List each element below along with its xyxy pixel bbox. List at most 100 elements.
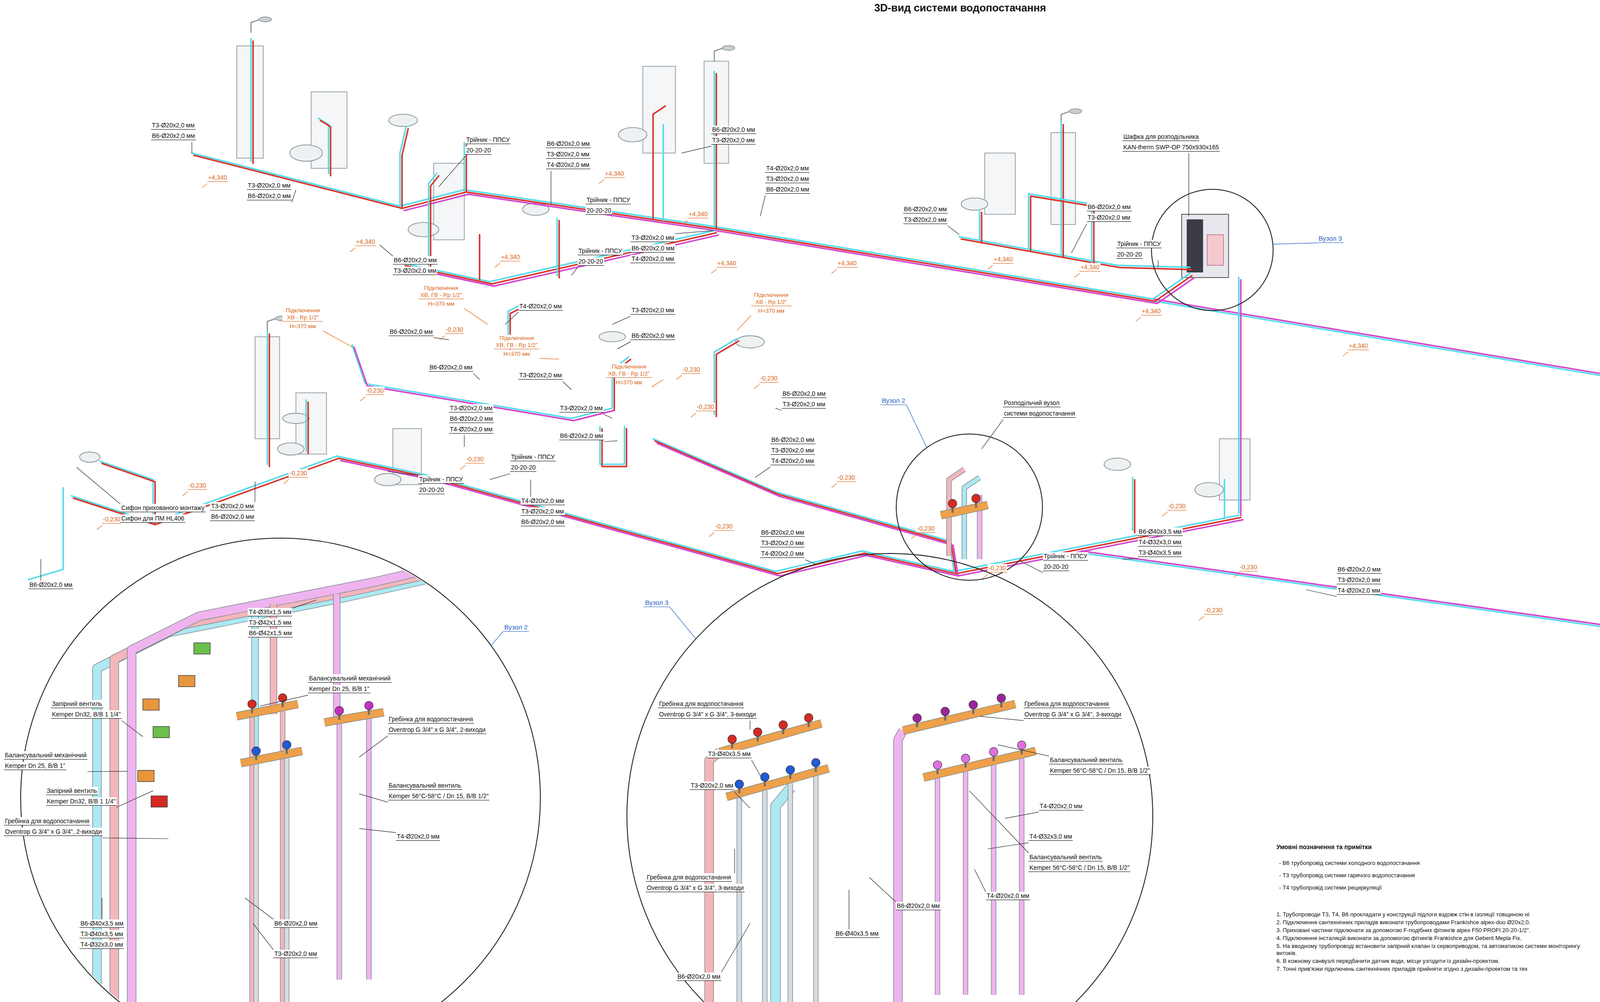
leader-line — [911, 534, 917, 540]
pipe — [28, 487, 64, 580]
tube-edge — [941, 505, 989, 516]
label-stack: Підключення ХВ - Rp 1/2"Н=370 мм — [751, 291, 792, 316]
leader-line — [1188, 153, 1189, 217]
detail-circle: Вузол 3 — [1151, 188, 1274, 312]
valve-cap — [971, 494, 981, 504]
connection-note: Підключення ХВ - Rp 1/2" — [751, 291, 792, 307]
label-stack: В6-Ø40x3,5 ммТ3-Ø40x3,5 ммТ4-Ø32x3,0 мм — [79, 919, 125, 952]
pipe — [1062, 124, 1065, 258]
label-stack: -0,230 — [288, 469, 308, 480]
leader-line — [191, 141, 192, 153]
pipe — [73, 458, 339, 525]
connection-note: Підключення ХВ, ГВ - Rp 1/2" — [493, 334, 540, 350]
callout-label: Т4-Ø32x3,0 мм — [1137, 538, 1183, 547]
leader-line — [87, 771, 128, 772]
callout-label: Гребінка для водопостачання — [645, 873, 732, 882]
elevation-mark: +4,340 — [1347, 341, 1369, 351]
label-stack: Гребінка для водопостачанняOventrop G 3/… — [645, 873, 745, 895]
leader-line — [1273, 242, 1318, 245]
valve-cap — [778, 720, 788, 730]
label-stack: Розподільчий вузолсистеми водопостачання — [1002, 398, 1076, 420]
pipe — [1030, 195, 1094, 266]
leader-line — [831, 269, 837, 274]
callout-label: Шафка для розподільника — [1122, 132, 1200, 142]
tube-edge — [336, 723, 342, 980]
label-stack: В6-Ø20x2,0 мм — [428, 363, 474, 374]
callout-label: В6-Ø20x2,0 мм — [711, 125, 757, 134]
tube — [935, 778, 940, 996]
label-stack: +4,340 — [1347, 341, 1369, 353]
label-stack: +4,340 — [604, 169, 625, 181]
callout-label: Oventrop G 3/4" x G 3/4", 3-виходи — [1023, 710, 1123, 719]
tube — [240, 751, 302, 764]
elevation-mark: +4,340 — [499, 253, 521, 262]
sanitary-fixture — [282, 413, 309, 424]
label-stack: В6-Ø20x2,0 ммТ3-Ø20x2,0 мм — [781, 389, 827, 411]
leader-line — [974, 869, 986, 892]
elevation-mark: -0,230 — [916, 524, 936, 533]
pipe — [1131, 477, 1134, 531]
valve — [142, 698, 160, 711]
pipe — [193, 155, 402, 209]
tube — [991, 765, 996, 996]
label-stack: Т3-Ø40x3,5 мм — [707, 749, 752, 761]
pipe — [1060, 122, 1062, 256]
connection-note: Н=370 мм — [502, 350, 531, 358]
label-stack: Т3-Ø20x2,0 ммВ6-Ø20x2,0 ммТ4-Ø20x2,0 мм — [448, 404, 494, 436]
label-stack: -0,230 — [1204, 606, 1224, 617]
callout-label: системи водопостачання — [1002, 409, 1076, 418]
tube — [737, 797, 742, 1002]
tube-edge — [991, 765, 997, 996]
fixtures — [79, 17, 1250, 501]
callout-label: Т3-Ø20x2,0 мм — [546, 150, 591, 159]
connection-note: Н=370 мм — [427, 300, 456, 308]
valve-cap — [948, 499, 957, 509]
label-stack: -0,230 — [1238, 563, 1259, 574]
label-stack: В6-Ø20x2,0 ммТ3-Ø20x2,0 ммТ4-Ø20x2,0 мм — [1336, 565, 1382, 598]
valve-cap — [941, 707, 950, 717]
callout-label: Сифон прихованого монтажу — [120, 503, 206, 513]
elevation-mark: +4,340 — [1140, 307, 1162, 316]
callout-label: Т4-Ø35x1,5 мм — [247, 608, 293, 617]
leader-line — [690, 412, 696, 418]
callout-label: В6-Ø20x2,0 мм — [630, 331, 676, 341]
tube-edge — [253, 764, 259, 1002]
callout-label: Балансувальний вентиль — [1028, 853, 1103, 862]
valve-cap — [251, 746, 261, 756]
callout-label: Гребінка для водопостачання — [658, 699, 745, 709]
callout-label: В6-Ø20x2,0 мм — [770, 435, 816, 445]
label-stack: В6-Ø20x2,0 мм — [895, 901, 941, 913]
leader-line — [438, 156, 466, 187]
shower-head — [1069, 108, 1082, 114]
leader-line — [681, 146, 712, 154]
page-title: 3D-вид системи водопостачання — [872, 1, 1048, 15]
legend-text: - Т4 трубопровід системи рециркуляції — [1278, 884, 1382, 892]
elevation-mark: +4,340 — [1079, 263, 1101, 272]
detail-drawing — [97, 560, 470, 1002]
elevation-mark: +4,340 — [992, 255, 1014, 264]
valve-cap — [753, 727, 763, 737]
leader-line — [734, 848, 735, 874]
callout-label: Розподільчий вузол — [1002, 398, 1061, 408]
leader-line — [291, 189, 297, 203]
leader-line — [1233, 573, 1239, 578]
elevation-mark: -0,230 — [714, 522, 734, 531]
label-stack: Т4-Ø20x2,0 ммТ3-Ø20x2,0 ммВ6-Ø20x2,0 мм — [765, 164, 811, 196]
tube-edge — [366, 718, 372, 980]
callout-label: Трійник - ППСУ — [418, 475, 464, 484]
sanitary-fixture — [961, 198, 988, 211]
sanitary-fixture — [598, 331, 626, 342]
elevation-mark: -0,230 — [759, 374, 779, 383]
connection-note: Н=370 мм — [615, 379, 644, 387]
tube-edge — [131, 560, 470, 1002]
note-text: 2. Підключення сантехнічних приладів вик… — [1275, 919, 1596, 927]
valve-cap — [760, 772, 770, 782]
callout-label: Kemper 56°C-58°C / Dn 15, В/В 1/2" — [1049, 766, 1152, 775]
tube — [1019, 758, 1024, 995]
label-stack: Трійник - ППСУ20-20-20 — [1042, 552, 1089, 574]
callout-label: Балансувальний механічний — [307, 674, 392, 683]
label-stack: -0,230 — [759, 374, 779, 385]
pipe — [407, 235, 719, 286]
pipe — [405, 232, 717, 284]
